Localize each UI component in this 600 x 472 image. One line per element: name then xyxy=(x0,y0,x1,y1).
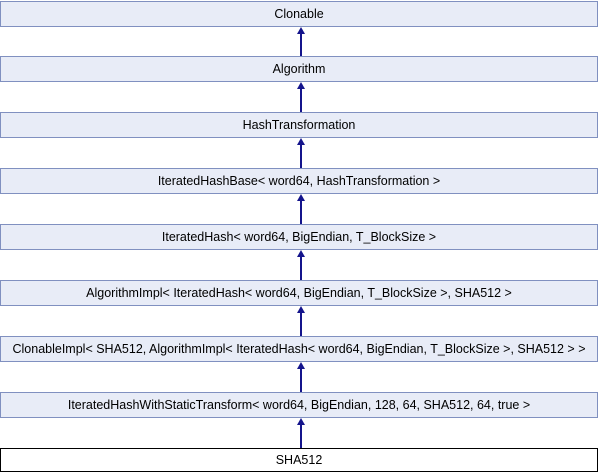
arrow-up-icon xyxy=(296,306,305,313)
arrow-shaft xyxy=(299,425,302,448)
arrow-up-icon xyxy=(296,250,305,257)
inheritance-arrow xyxy=(296,362,305,392)
class-node-algorithmimpl[interactable]: AlgorithmImpl< IteratedHash< word64, Big… xyxy=(0,280,598,306)
arrow-up-icon xyxy=(296,138,305,145)
class-node-label: IteratedHash< word64, BigEndian, T_Block… xyxy=(161,230,437,244)
arrow-up-icon xyxy=(296,362,305,369)
class-node-iteratedhashwithstatictransform[interactable]: IteratedHashWithStaticTransform< word64,… xyxy=(0,392,598,418)
class-node-label: IteratedHashBase< word64, HashTransforma… xyxy=(157,174,441,188)
arrow-shaft xyxy=(299,257,302,280)
class-node-label: Clonable xyxy=(274,7,324,21)
arrow-up-icon xyxy=(296,27,305,34)
class-node-algorithm[interactable]: Algorithm xyxy=(0,56,598,82)
class-node-iteratedhashbase[interactable]: IteratedHashBase< word64, HashTransforma… xyxy=(0,168,598,194)
inheritance-arrow xyxy=(296,27,305,56)
arrow-shaft xyxy=(299,201,302,224)
arrow-shaft xyxy=(299,369,302,392)
arrow-up-icon xyxy=(296,418,305,425)
inheritance-arrow xyxy=(296,194,305,224)
class-node-clonable[interactable]: Clonable xyxy=(0,1,598,27)
class-node-hashtransformation[interactable]: HashTransformation xyxy=(0,112,598,138)
class-node-label: Algorithm xyxy=(272,62,326,76)
class-node-label: HashTransformation xyxy=(242,118,356,132)
inheritance-arrow xyxy=(296,82,305,112)
class-node-label: AlgorithmImpl< IteratedHash< word64, Big… xyxy=(86,286,512,300)
inheritance-arrow xyxy=(296,306,305,336)
arrow-shaft xyxy=(299,313,302,336)
arrow-up-icon xyxy=(296,82,305,89)
class-node-iteratedhash[interactable]: IteratedHash< word64, BigEndian, T_Block… xyxy=(0,224,598,250)
inheritance-arrow xyxy=(296,250,305,280)
class-node-clonableimpl[interactable]: ClonableImpl< SHA512, AlgorithmImpl< Ite… xyxy=(0,336,598,362)
arrow-shaft xyxy=(299,145,302,168)
class-node-label: IteratedHashWithStaticTransform< word64,… xyxy=(67,398,531,412)
arrow-up-icon xyxy=(296,194,305,201)
arrow-shaft xyxy=(299,34,302,56)
inheritance-arrow xyxy=(296,418,305,448)
class-node-label: SHA512 xyxy=(275,453,323,467)
arrow-shaft xyxy=(299,89,302,112)
class-node-label: ClonableImpl< SHA512, AlgorithmImpl< Ite… xyxy=(12,342,586,356)
class-node-sha512: SHA512 xyxy=(0,448,598,472)
inheritance-arrow xyxy=(296,138,305,168)
